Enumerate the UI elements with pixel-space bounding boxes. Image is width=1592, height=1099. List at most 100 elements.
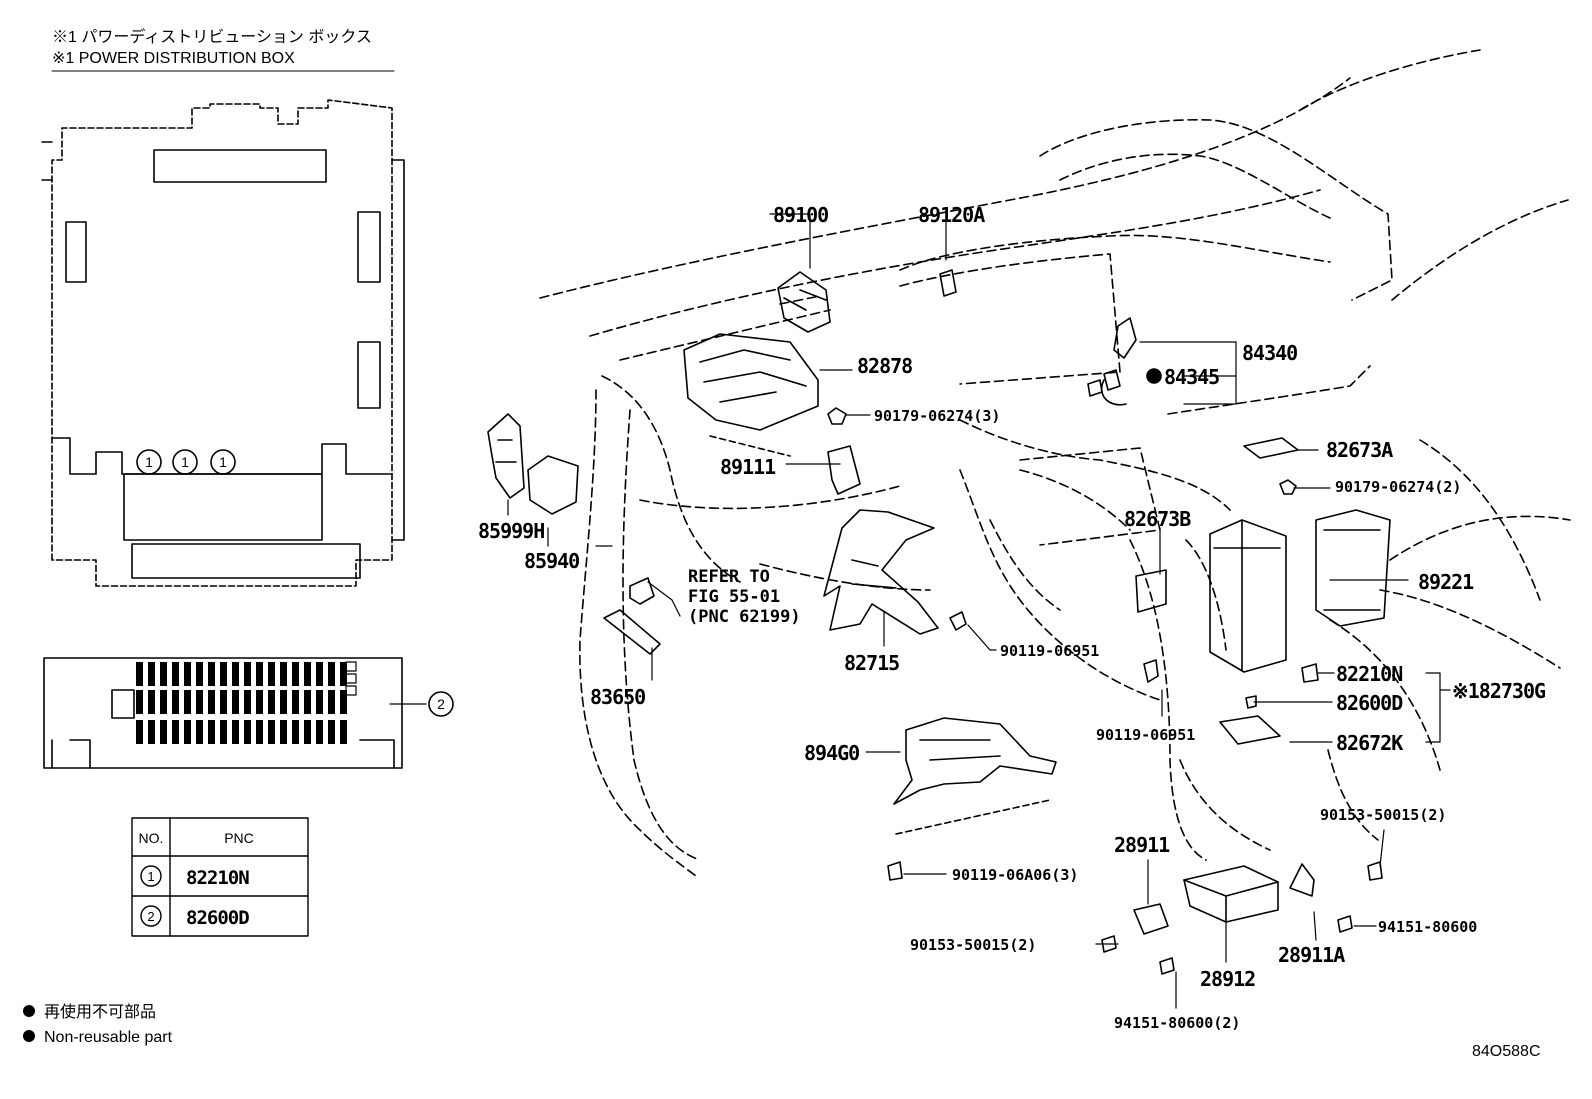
fuse-slot bbox=[304, 690, 311, 714]
component-bolts bbox=[887, 379, 1383, 975]
header-title-en: ※1 POWER DISTRIBUTION BOX bbox=[52, 50, 295, 67]
component-89111 bbox=[827, 445, 861, 495]
fuse-slot bbox=[220, 690, 227, 714]
fuse-slot bbox=[292, 662, 299, 686]
part-90119-06A06-3: 90119-06A06(3) bbox=[952, 866, 1078, 884]
fuse-slot bbox=[256, 662, 263, 686]
part-89221: 89221 bbox=[1418, 570, 1474, 594]
fuse-slot bbox=[316, 720, 323, 744]
fuse-slot bbox=[268, 690, 275, 714]
power-distribution-box-side-view bbox=[43, 368, 1162, 769]
reference-table-grid bbox=[131, 817, 309, 937]
fuse-grid bbox=[136, 661, 357, 744]
fuse-slot bbox=[244, 690, 251, 714]
component-82673A bbox=[1243, 437, 1299, 459]
fuse-slot bbox=[208, 690, 215, 714]
fuse-slot bbox=[172, 720, 179, 744]
fuse-slot bbox=[328, 662, 335, 686]
fuse-slot bbox=[268, 720, 275, 744]
fuse-slot bbox=[184, 720, 191, 744]
component-82878 bbox=[683, 333, 819, 457]
table-header-no: NO. bbox=[139, 830, 164, 846]
fuse-slot bbox=[148, 662, 155, 686]
fuse-slot bbox=[160, 662, 167, 686]
fuse-slot bbox=[136, 720, 143, 744]
part-89111: 89111 bbox=[720, 455, 776, 479]
fuse-slot bbox=[160, 720, 167, 744]
fuse-slot bbox=[148, 690, 155, 714]
leader-lines bbox=[507, 213, 1451, 1009]
part-94151-80600-2: 94151-80600(2) bbox=[1114, 1014, 1240, 1032]
component-894G0 bbox=[893, 717, 1057, 835]
fuse-slot bbox=[268, 662, 275, 686]
component-85999H bbox=[487, 413, 525, 499]
fuse-slot bbox=[184, 662, 191, 686]
component-89221 bbox=[1315, 509, 1391, 627]
fuse-slot bbox=[160, 690, 167, 714]
fuse-slot bbox=[172, 690, 179, 714]
fuse-slot bbox=[340, 720, 347, 744]
part-90119-06951-a: 90119-06951 bbox=[1000, 642, 1099, 660]
callout-1-b: 1 bbox=[181, 454, 189, 470]
fuse-slot bbox=[196, 690, 203, 714]
component-83650 bbox=[603, 609, 661, 655]
fuse-slot bbox=[232, 662, 239, 686]
power-distribution-box-top-view bbox=[41, 99, 405, 587]
part-94151-80600: 94151-80600 bbox=[1378, 918, 1477, 936]
relay-slot bbox=[345, 661, 357, 672]
part-28912: 28912 bbox=[1200, 967, 1255, 991]
component-82715 bbox=[823, 509, 939, 635]
component-82600D bbox=[1245, 695, 1257, 709]
callout-1-a: 1 bbox=[145, 454, 153, 470]
table-row-2-no: 2 bbox=[147, 909, 154, 924]
callout-2: 2 bbox=[437, 696, 445, 712]
part-90179-06274-2: 90179-06274(2) bbox=[1335, 478, 1461, 496]
fuse-slot bbox=[340, 690, 347, 714]
part-82715: 82715 bbox=[844, 651, 899, 675]
component-82730G bbox=[1209, 519, 1287, 673]
part-82730G: ※182730G bbox=[1452, 679, 1546, 703]
fuse-slot bbox=[244, 662, 251, 686]
legend-text-jp: 再使用不可部品 bbox=[44, 1003, 156, 1021]
part-28911A: 28911A bbox=[1278, 943, 1345, 967]
fuse-slot bbox=[196, 720, 203, 744]
part-82878: 82878 bbox=[857, 354, 912, 378]
table-row-1-no: 1 bbox=[147, 869, 154, 884]
fuse-slot bbox=[136, 690, 143, 714]
part-84345: 84345 bbox=[1164, 365, 1219, 389]
fuse-slot bbox=[328, 690, 335, 714]
part-82672K: 82672K bbox=[1336, 731, 1403, 755]
fuse-slot bbox=[316, 690, 323, 714]
component-90179-06274 bbox=[827, 407, 1297, 495]
component-82210N bbox=[1301, 663, 1319, 683]
table-header-pnc: PNC bbox=[224, 830, 254, 846]
component-28911 bbox=[1133, 903, 1169, 935]
fuse-slot bbox=[208, 662, 215, 686]
table-row-1-pnc: 82210N bbox=[186, 867, 249, 889]
fuse-slot bbox=[340, 662, 347, 686]
component-28912 bbox=[1183, 865, 1279, 923]
fuse-slot bbox=[232, 690, 239, 714]
part-89120A: 89120A bbox=[918, 203, 985, 227]
fuse-slot bbox=[208, 720, 215, 744]
part-84340: 84340 bbox=[1242, 341, 1297, 365]
fuse-slot bbox=[328, 720, 335, 744]
fuse-slot bbox=[292, 690, 299, 714]
component-82673B bbox=[1135, 569, 1167, 613]
fuse-slot bbox=[232, 720, 239, 744]
part-90179-06274-3: 90179-06274(3) bbox=[874, 407, 1000, 425]
refer-to-line-3: (PNC 62199) bbox=[688, 607, 801, 627]
part-85940: 85940 bbox=[524, 549, 579, 573]
legend-dot-en bbox=[23, 1030, 35, 1042]
fuse-slot bbox=[184, 690, 191, 714]
component-89100 bbox=[777, 271, 831, 333]
part-894G0: 894G0 bbox=[804, 741, 859, 765]
legend-dot-jp bbox=[23, 1005, 35, 1017]
fuse-slot bbox=[196, 662, 203, 686]
fuse-slot bbox=[256, 690, 263, 714]
part-90153-50015-l: 90153-50015(2) bbox=[910, 936, 1036, 954]
component-82672K bbox=[1219, 715, 1281, 745]
relay-slot bbox=[345, 673, 357, 684]
callout-1-c: 1 bbox=[219, 454, 227, 470]
fuse-slot bbox=[292, 720, 299, 744]
